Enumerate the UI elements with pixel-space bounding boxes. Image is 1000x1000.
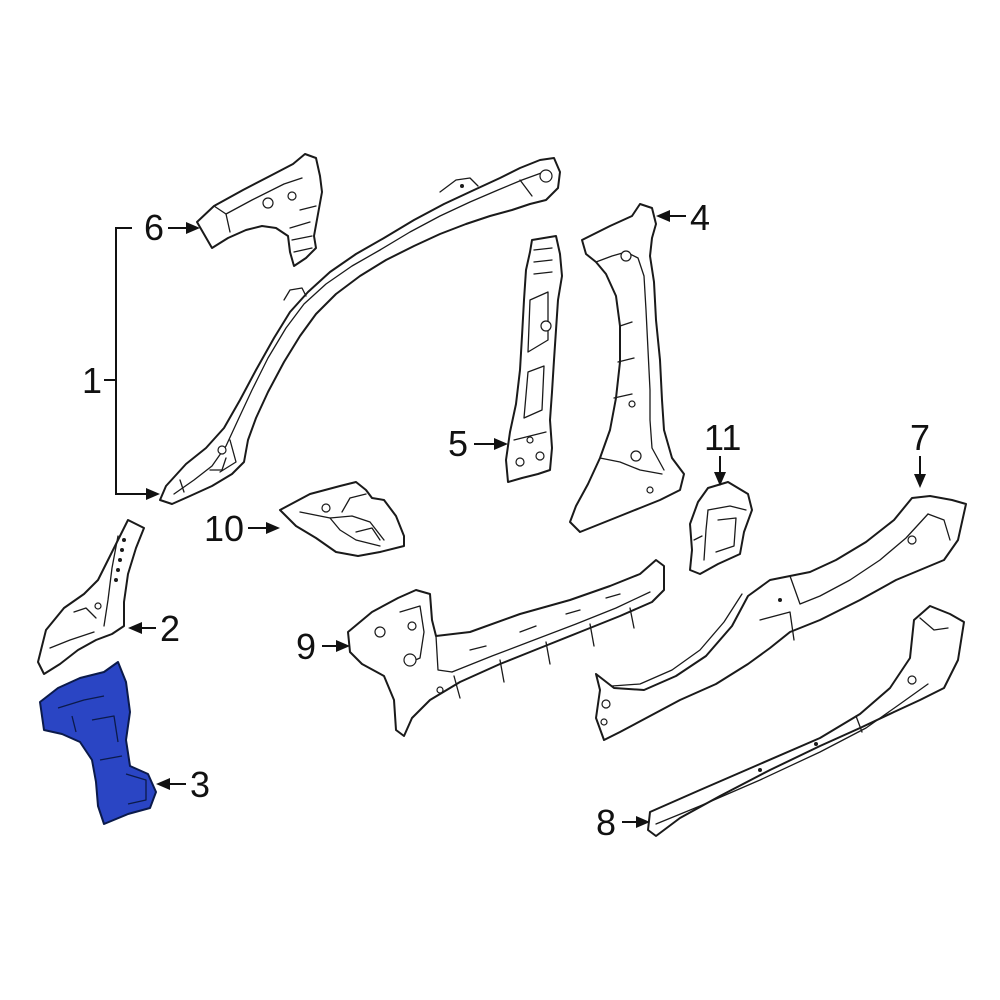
part-7-outer-rocker[interactable] (595, 495, 967, 741)
part-5-pillar-reinforcement[interactable] (505, 235, 563, 483)
part-2-hinge-pillar[interactable] (37, 519, 145, 675)
arrow-7 (914, 474, 926, 488)
leader-1-bracket (115, 227, 148, 495)
arrow-11 (714, 472, 726, 486)
callout-10[interactable]: 10 (204, 508, 244, 549)
arrow-6 (186, 222, 200, 234)
arrow-8 (636, 816, 650, 828)
arrow-3 (156, 778, 170, 790)
arrow-1 (146, 488, 160, 500)
part-6-pillar-bracket[interactable] (196, 153, 323, 267)
arrow-5 (494, 438, 508, 450)
callout-7[interactable]: 7 (910, 417, 930, 458)
callout-9[interactable]: 9 (296, 626, 316, 667)
callout-1[interactable]: 1 (82, 360, 102, 401)
callout-4[interactable]: 4 (690, 197, 710, 238)
part-4-b-pillar-outer[interactable] (569, 203, 685, 533)
arrow-2 (128, 622, 142, 634)
callout-5[interactable]: 5 (448, 423, 468, 464)
part-9-inner-rocker[interactable] (347, 559, 665, 737)
callout-8[interactable]: 8 (596, 802, 616, 843)
part-1-roof-rail-assembly[interactable] (159, 157, 561, 505)
callout-6[interactable]: 6 (144, 207, 164, 248)
callout-11[interactable]: 11 (704, 417, 741, 458)
callout-2[interactable]: 2 (160, 608, 180, 649)
part-8-rocker-strip[interactable] (647, 605, 965, 837)
callout-3[interactable]: 3 (190, 764, 210, 805)
arrow-4 (656, 210, 670, 222)
part-11-small-bracket[interactable] (689, 481, 753, 575)
arrow-10 (266, 522, 280, 534)
part-10-floor-bracket[interactable] (279, 481, 405, 557)
arrow-9 (336, 640, 350, 652)
part-3-inner-panel-highlighted[interactable] (39, 661, 157, 825)
